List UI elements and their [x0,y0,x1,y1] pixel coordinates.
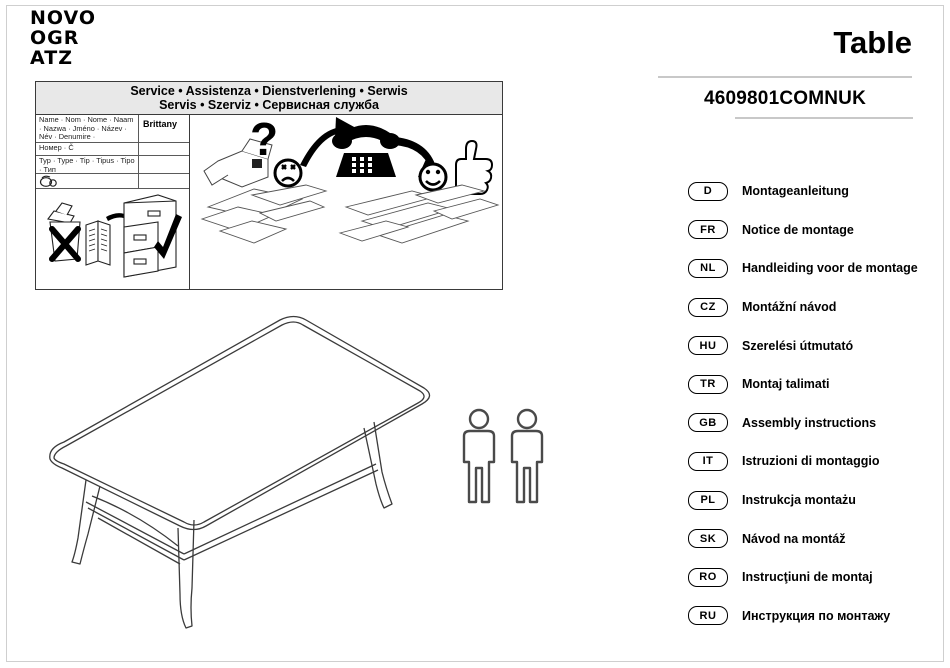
coffee-table-drawing [49,315,431,629]
language-label-fr: Notice de montage [742,222,854,237]
service-label-phone [36,174,139,188]
open-box-icon [203,138,273,188]
service-info-table: Name · Nom · Nome · Naam · Nazwa · Jméno… [36,115,190,290]
organised-parts-right [338,184,500,244]
question-mark-icon: ? [250,115,278,165]
language-row-hu: HU Szerelési útmutató [688,326,928,365]
header-rule-top [658,76,912,78]
language-badge-pl: PL [688,490,728,510]
language-row-sk: SK Návod na montáž [688,519,928,558]
check-mark-icon [154,214,182,259]
table-row: Name · Nom · Nome · Naam · Nazwa · Jméno… [36,115,189,143]
two-person-icon [458,406,552,510]
call-service-diagram: ? [200,113,500,244]
service-box: Service • Assistenza • Dienstverlening •… [35,81,503,290]
language-badge-d: D [688,181,728,201]
sad-face-icon [273,158,303,188]
service-value-type [139,156,189,173]
language-label-it: Istruzioni di montaggio [742,454,880,469]
table-row: Номер · Č [36,143,189,156]
thumbs-up-icon [455,139,494,195]
novogratz-logo: NOVO OGR ATZ [30,8,180,70]
language-label-pl: Instrukcja montażu [742,493,856,508]
telephone-icon [332,125,400,177]
language-label-nl: Handleiding voor de montage [742,261,918,276]
language-badge-sk: SK [688,529,728,549]
language-label-d: Montageanleitung [742,184,849,199]
service-value-phone [139,174,189,188]
x-mark-icon [49,226,81,262]
language-row-nl: NL Handleiding voor de montage [688,249,928,288]
service-label-name: Name · Nom · Nome · Naam · Nazwa · Jméno… [36,115,139,142]
language-row-tr: TR Montaj talimati [688,365,928,404]
language-row-cz: CZ Montážní návod [688,288,928,327]
header-rule-bottom [735,117,913,119]
service-header: Service • Assistenza • Dienstverlening •… [36,82,502,115]
language-label-sk: Návod na montáž [742,531,846,546]
service-header-line-1: Service • Assistenza • Dienstverlening •… [130,84,408,98]
language-list: D Montageanleitung FR Notice de montage … [688,172,928,635]
open-manual-icon [85,220,111,266]
language-label-tr: Montaj talimati [742,377,830,392]
language-row-it: IT Istruzioni di montaggio [688,442,928,481]
language-badge-gb: GB [688,413,728,433]
service-label-type: Typ · Type · Tip · Tipus · Tipo · Тип [36,156,139,173]
keep-manual-illustration [36,189,189,290]
language-label-ro: Instrucţiuni de montaj [742,570,873,585]
language-row-ru: RU Инструкция по монтажу [688,597,928,636]
logo-line-2: OGR [30,27,80,49]
scattered-parts-left [200,184,328,244]
language-badge-tr: TR [688,374,728,394]
language-row-pl: PL Instrukcja montażu [688,481,928,520]
logo-line-1: NOVO [30,7,97,29]
arrow-to-phone-icon [300,117,356,167]
language-label-hu: Szerelési útmutató [742,338,854,353]
table-row: Typ · Type · Tip · Tipus · Tipo · Тип [36,156,189,174]
language-badge-ro: RO [688,567,728,587]
phone-icon [39,175,57,187]
language-badge-it: IT [688,451,728,471]
model-number: 4609801COMNUK [703,88,867,109]
page-title: Table [833,25,912,60]
manual-filing-diagram [47,194,182,278]
table-row [36,174,189,189]
language-badge-hu: HU [688,336,728,356]
assembly-people-icon [462,408,544,504]
language-label-cz: Montážní návod [742,300,837,315]
language-label-ru: Инструкция по монтажу [742,608,891,623]
language-row-ro: RO Instrucţiuni de montaj [688,558,928,597]
language-row-gb: GB Assembly instructions [688,404,928,443]
product-illustration [28,296,458,641]
happy-face-icon [418,162,448,192]
service-body: Name · Nom · Nome · Naam · Nazwa · Jméno… [36,113,502,290]
logo-line-3: ATZ [30,47,73,69]
language-row-fr: FR Notice de montage [688,211,928,250]
service-flow-illustration: ? [190,113,502,290]
service-header-line-2: Servis • Szerviz • Сервисная служба [159,98,379,112]
service-label-number: Номер · Č [36,143,139,155]
language-badge-fr: FR [688,220,728,240]
language-badge-cz: CZ [688,297,728,317]
language-row-d: D Montageanleitung [688,172,928,211]
language-badge-ru: RU [688,606,728,626]
service-value-name: Brittany [143,119,178,129]
language-label-gb: Assembly instructions [742,415,877,430]
service-value-number [139,143,189,155]
language-badge-nl: NL [688,258,728,278]
